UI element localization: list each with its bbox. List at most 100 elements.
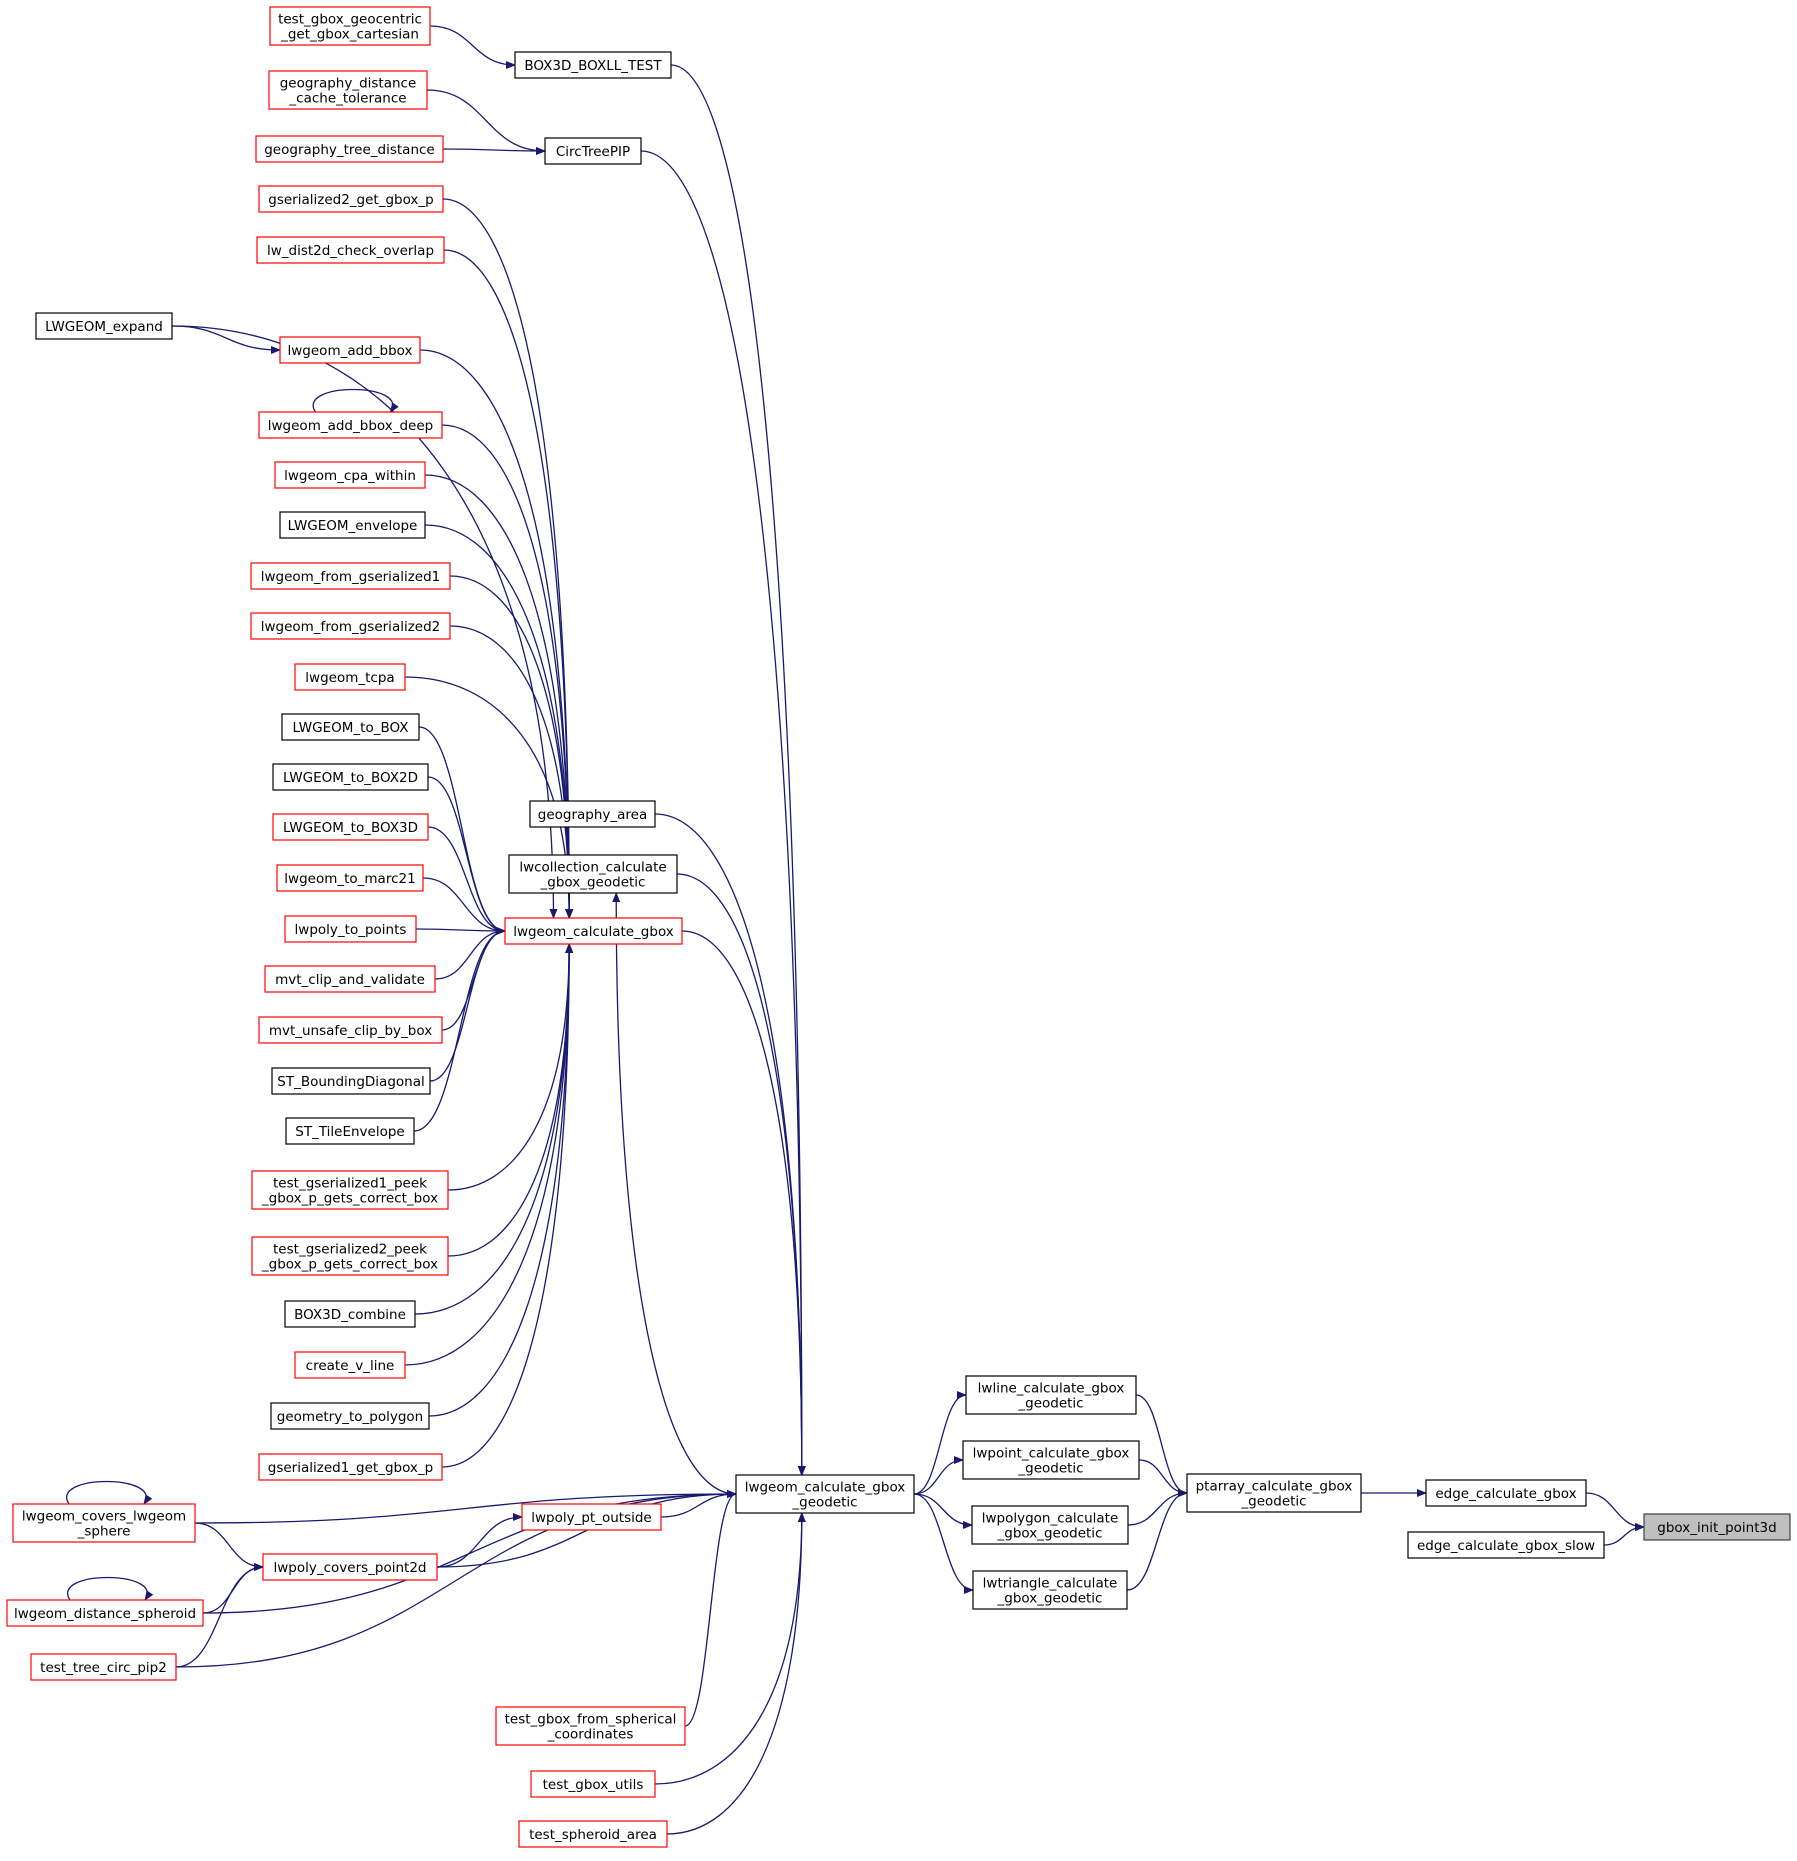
node-lwgeom_calculate_gbox[interactable]: lwgeom_calculate_gbox [504,917,683,945]
node-edge_calculate_gbox[interactable]: edge_calculate_gbox [1425,1479,1587,1507]
node-geography_tree_distance[interactable]: geography_tree_distance [255,135,444,163]
node-geography_area[interactable]: geography_area [529,800,656,828]
node-box[interactable] [504,917,683,945]
node-test_gbox_utils[interactable]: test_gbox_utils [530,1770,656,1798]
node-lw_dist2d_check_overlap[interactable]: lw_dist2d_check_overlap [256,236,445,264]
node-box[interactable] [508,854,678,894]
node-box[interactable] [294,663,406,691]
node-box[interactable] [272,763,429,791]
node-lwgeom_tcpa[interactable]: lwgeom_tcpa [294,663,406,691]
node-geometry_to_polygon[interactable]: geometry_to_polygon [270,1402,430,1430]
node-box[interactable] [495,1706,686,1746]
node-box[interactable] [268,70,428,110]
node-box[interactable] [258,1016,443,1044]
node-box[interactable] [264,965,436,993]
node-LWGEOM_to_BOX[interactable]: LWGEOM_to_BOX [281,713,420,741]
node-box[interactable] [274,461,426,489]
node-box[interactable] [279,336,421,364]
node-box[interactable] [965,1375,1137,1415]
node-box[interactable] [12,1503,196,1543]
node-box[interactable] [281,713,420,741]
node-gserialized1_get_gbox_p[interactable]: gserialized1_get_gbox_p [258,1453,443,1481]
node-create_v_line[interactable]: create_v_line [294,1351,406,1379]
node-box[interactable] [6,1599,204,1627]
node-box[interactable] [284,915,417,943]
node-LWGEOM_to_BOX3D[interactable]: LWGEOM_to_BOX3D [272,813,429,841]
node-BOX3D_BOXLL_TEST[interactable]: BOX3D_BOXLL_TEST [514,51,672,79]
node-box[interactable] [521,1503,662,1531]
node-box[interactable] [256,236,445,264]
node-box[interactable] [1425,1479,1587,1507]
node-box[interactable] [269,6,431,46]
node-box[interactable] [1407,1531,1605,1559]
node-box[interactable] [258,411,443,439]
node-box[interactable] [962,1440,1140,1480]
node-box[interactable] [529,800,656,828]
node-lwgeom_distance_spheroid[interactable]: lwgeom_distance_spheroid [6,1599,204,1627]
node-box[interactable] [1186,1473,1362,1513]
node-gserialized2_get_gbox_p[interactable]: gserialized2_get_gbox_p [258,185,444,213]
node-LWGEOM_envelope[interactable]: LWGEOM_envelope [279,511,426,539]
node-test_gserialized2_peek_gbox_p_gets_correct_box[interactable]: test_gserialized2_peek_gbox_p_gets_corre… [251,1236,449,1276]
node-mvt_clip_and_validate[interactable]: mvt_clip_and_validate [264,965,436,993]
node-box[interactable] [972,1570,1128,1610]
node-box[interactable] [255,135,444,163]
node-box[interactable] [285,1117,415,1145]
node-box[interactable] [971,1505,1129,1545]
node-lwpoly_to_points[interactable]: lwpoly_to_points [284,915,417,943]
node-test_spheroid_area[interactable]: test_spheroid_area [518,1820,668,1848]
node-box[interactable] [294,1351,406,1379]
node-box[interactable] [514,51,672,79]
node-CircTreePIP[interactable]: CircTreePIP [544,137,642,165]
node-lwgeom_covers_lwgeom_sphere[interactable]: lwgeom_covers_lwgeom_sphere [12,1503,196,1543]
node-lwgeom_calculate_gbox_geodetic[interactable]: lwgeom_calculate_gbox_geodetic [735,1474,915,1514]
node-test_gbox_geocentric_get_gbox_cartesian[interactable]: test_gbox_geocentric_get_gbox_cartesian [269,6,431,46]
node-test_gserialized1_peek_gbox_p_gets_correct_box[interactable]: test_gserialized1_peek_gbox_p_gets_corre… [251,1170,449,1210]
node-ST_TileEnvelope[interactable]: ST_TileEnvelope [285,1117,415,1145]
node-box[interactable] [262,1553,438,1581]
node-box[interactable] [250,612,451,640]
node-lwtriangle_calculate_gbox_geodetic[interactable]: lwtriangle_calculate_gbox_geodetic [972,1570,1128,1610]
node-lwgeom_to_marc21[interactable]: lwgeom_to_marc21 [276,864,424,892]
node-test_tree_circ_pip2[interactable]: test_tree_circ_pip2 [30,1653,177,1681]
node-lwgeom_from_gserialized1[interactable]: lwgeom_from_gserialized1 [250,562,451,590]
node-geography_distance_cache_tolerance[interactable]: geography_distance_cache_tolerance [268,70,428,110]
node-box[interactable] [284,1300,416,1328]
node-lwpoly_covers_point2d[interactable]: lwpoly_covers_point2d [262,1553,438,1581]
node-lwpoint_calculate_gbox_geodetic[interactable]: lwpoint_calculate_gbox_geodetic [962,1440,1140,1480]
node-box[interactable] [276,864,424,892]
node-BOX3D_combine[interactable]: BOX3D_combine [284,1300,416,1328]
node-ST_BoundingDiagonal[interactable]: ST_BoundingDiagonal [271,1067,431,1095]
node-ptarray_calculate_gbox_geodetic[interactable]: ptarray_calculate_gbox_geodetic [1186,1473,1362,1513]
node-lwpoly_pt_outside[interactable]: lwpoly_pt_outside [521,1503,662,1531]
node-box[interactable] [251,1170,449,1210]
node-LWGEOM_to_BOX2D[interactable]: LWGEOM_to_BOX2D [272,763,429,791]
node-box[interactable] [250,562,451,590]
node-box[interactable] [258,1453,443,1481]
node-box[interactable] [735,1474,915,1514]
node-edge_calculate_gbox_slow[interactable]: edge_calculate_gbox_slow [1407,1531,1605,1559]
node-box[interactable] [518,1820,668,1848]
node-box[interactable] [279,511,426,539]
node-mvt_unsafe_clip_by_box[interactable]: mvt_unsafe_clip_by_box [258,1016,443,1044]
node-box[interactable] [544,137,642,165]
node-lwline_calculate_gbox_geodetic[interactable]: lwline_calculate_gbox_geodetic [965,1375,1137,1415]
node-lwgeom_add_bbox[interactable]: lwgeom_add_bbox [279,336,421,364]
node-box[interactable] [251,1236,449,1276]
node-lwgeom_cpa_within[interactable]: lwgeom_cpa_within [274,461,426,489]
node-lwcollection_calculate_gbox_geodetic[interactable]: lwcollection_calculate_gbox_geodetic [508,854,678,894]
node-box[interactable] [258,185,444,213]
node-lwgeom_from_gserialized2[interactable]: lwgeom_from_gserialized2 [250,612,451,640]
node-label: _geodetic [1240,1494,1306,1510]
node-lwgeom_add_bbox_deep[interactable]: lwgeom_add_bbox_deep [258,411,443,439]
node-box[interactable] [272,813,429,841]
node-box[interactable] [271,1067,431,1095]
node-box[interactable] [270,1402,430,1430]
node-box[interactable] [30,1653,177,1681]
node-LWGEOM_expand[interactable]: LWGEOM_expand [35,312,173,340]
node-box[interactable] [530,1770,656,1798]
node-test_gbox_from_spherical_coordinates[interactable]: test_gbox_from_spherical_coordinates [495,1706,686,1746]
node-label: lwtriangle_calculate [983,1576,1118,1592]
node-lwpolygon_calculate_gbox_geodetic[interactable]: lwpolygon_calculate_gbox_geodetic [971,1505,1129,1545]
node-box[interactable] [35,312,173,340]
